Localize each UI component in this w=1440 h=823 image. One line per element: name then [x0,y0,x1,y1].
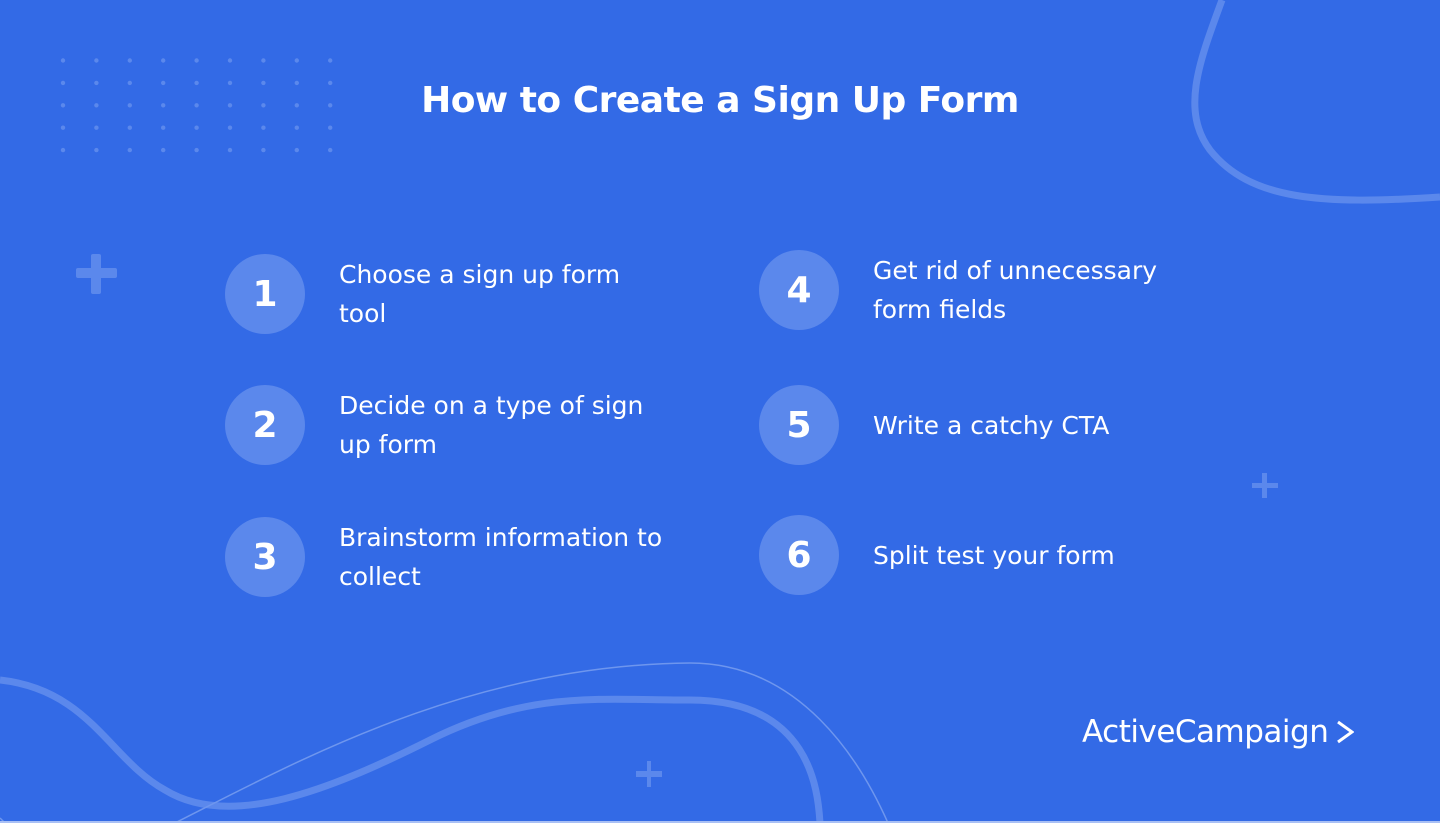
step-4: 4 Get rid of unnecessary form fields [759,250,1203,330]
brand-logo: ActiveCampaign [1082,714,1355,750]
bottom-border [0,821,1440,823]
step-label: Split test your form [873,540,1115,570]
page-title: How to Create a Sign Up Form [421,80,1019,121]
plus-icon-left [76,254,117,294]
chevron-right-icon [1337,720,1355,744]
step-3: 3 Brainstorm information to collect [225,517,669,597]
step-label: Get rid of unnecessary form fields [873,256,1158,324]
step-number-badge: 2 [225,385,305,465]
step-1: 1 Choose a sign up form tool [225,254,669,334]
step-6: 6 Split test your form [759,515,1203,595]
step-label: Write a catchy CTA [873,410,1110,440]
step-number-badge: 5 [759,385,839,465]
step-label: Brainstorm information to collect [339,523,663,591]
plus-icon-right [1252,473,1278,498]
step-number-badge: 1 [225,254,305,334]
step-2: 2 Decide on a type of sign up form [225,385,669,465]
plus-icon-bottom [636,761,662,787]
step-label: Choose a sign up form tool [339,260,621,328]
step-number-badge: 6 [759,515,839,595]
step-5: 5 Write a catchy CTA [759,385,1203,465]
step-label: Decide on a type of sign up form [339,391,644,459]
step-number-badge: 3 [225,517,305,597]
step-number-badge: 4 [759,250,839,330]
brand-name: ActiveCampaign [1082,714,1329,750]
